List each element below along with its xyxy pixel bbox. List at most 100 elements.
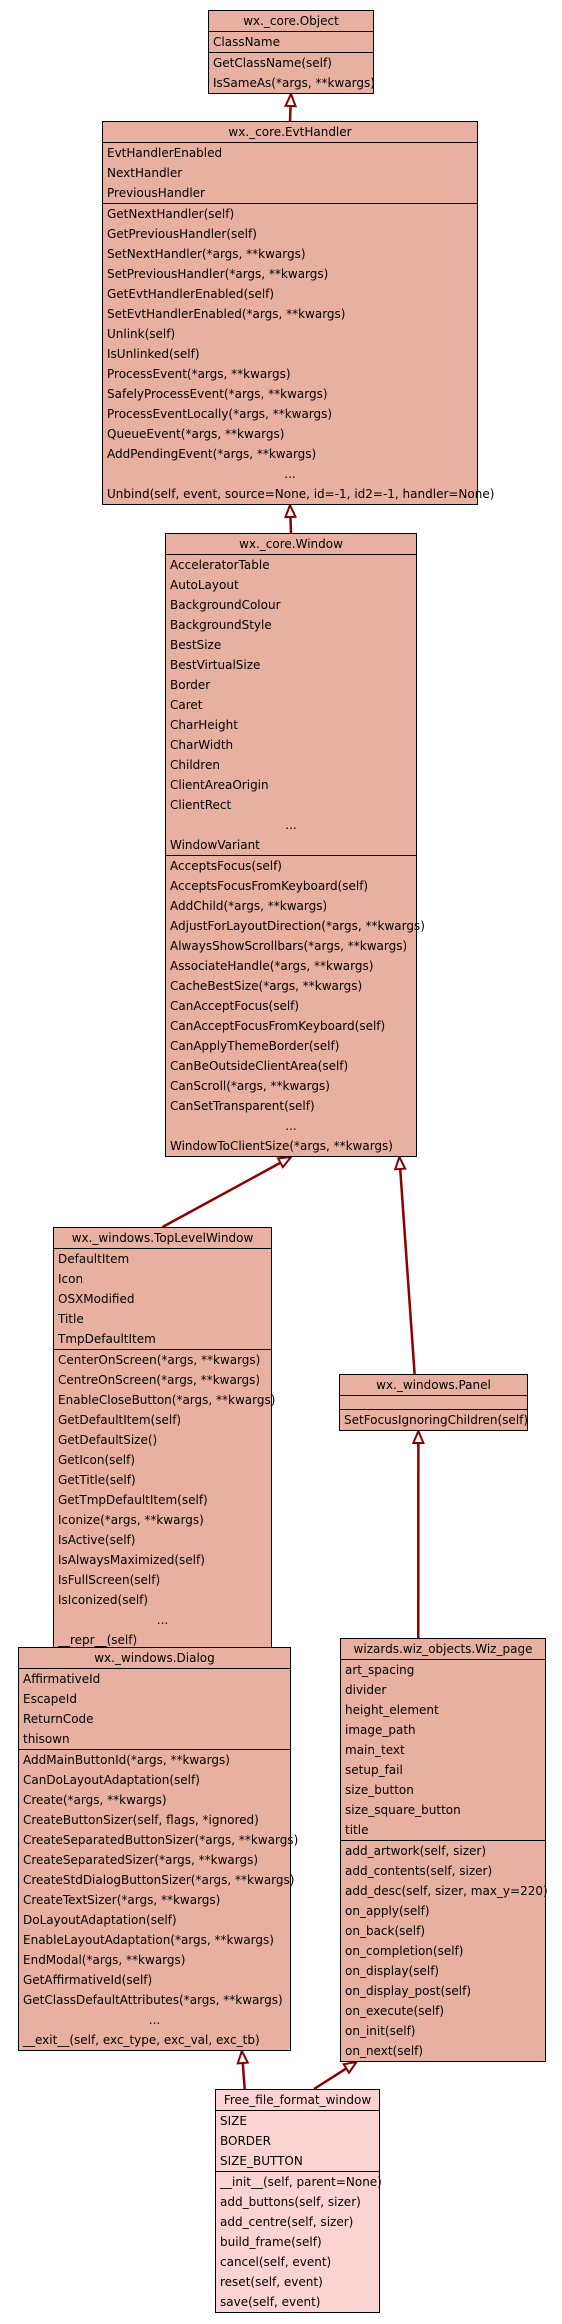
method-item: EnableLayoutAdaptation(*args, **kwargs) — [23, 1933, 274, 1947]
class-title: Free_file_format_window — [216, 2090, 379, 2111]
class-title: wx._windows.Panel — [340, 1375, 527, 1396]
attribute-item: ClientAreaOrigin — [170, 778, 269, 792]
inheritance-arrowhead — [284, 91, 298, 108]
method-item: on_completion(self) — [345, 1944, 464, 1958]
method-item: CreateSeparatedButtonSizer(*args, **kwar… — [23, 1833, 299, 1847]
method-item: GetEvtHandlerEnabled(self) — [107, 287, 275, 301]
method-item: AddChild(*args, **kwargs) — [170, 899, 328, 913]
attribute-item: size_square_button — [345, 1803, 461, 1817]
attribute-item: BORDER — [220, 2134, 271, 2148]
class-title: wx._core.EvtHandler — [103, 122, 477, 143]
method-item: AssociateHandle(*args, **kwargs) — [170, 959, 374, 973]
methods-section: AcceptsFocus(self)AcceptsFocusFromKeyboa… — [166, 855, 425, 1156]
attribute-item: AffirmativeId — [23, 1672, 101, 1686]
method-item: CanAcceptFocus(self) — [170, 999, 300, 1013]
attribute-item: TmpDefaultItem — [58, 1332, 156, 1346]
class-title: wx._core.Window — [166, 534, 416, 555]
inheritance-edge — [161, 1161, 282, 1229]
method-item: Iconize(*args, **kwargs) — [58, 1513, 204, 1527]
method-item: CentreOnScreen(*args, **kwargs) — [58, 1373, 261, 1387]
method-item: add_artwork(self, sizer) — [345, 1844, 487, 1858]
inheritance-arrowhead — [411, 1428, 425, 1445]
attribute-item: SIZE — [220, 2114, 247, 2128]
inheritance-edge — [313, 2067, 348, 2091]
attribute-item: ... — [285, 818, 297, 832]
attribute-item: setup_fail — [345, 1763, 403, 1777]
method-item: CreateStdDialogButtonSizer(*args, **kwar… — [23, 1873, 295, 1887]
method-item: on_next(self) — [345, 2044, 424, 2058]
method-item: ... — [285, 1119, 297, 1133]
method-item: IsSameAs(*args, **kwargs) — [213, 76, 375, 90]
attribute-item: title — [345, 1823, 369, 1837]
method-item: EndModal(*args, **kwargs) — [23, 1953, 186, 1967]
attribute-item: Border — [170, 678, 211, 692]
attribute-item: WindowVariant — [170, 838, 260, 852]
attribute-item: Caret — [170, 698, 203, 712]
attribute-item: main_text — [345, 1743, 405, 1757]
method-item: on_display(self) — [345, 1964, 440, 1978]
attribute-item: art_spacing — [345, 1663, 415, 1677]
inheritance-edge — [288, 105, 292, 122]
method-item: ProcessEventLocally(*args, **kwargs) — [107, 407, 333, 421]
attribute-item: CharHeight — [170, 718, 238, 732]
class-title: wizards.wiz_objects.Wiz_page — [341, 1639, 545, 1660]
method-item: CenterOnScreen(*args, **kwargs) — [58, 1353, 261, 1367]
method-item: IsFullScreen(self) — [58, 1573, 161, 1587]
methods-section: AddMainButtonId(*args, **kwargs)CanDoLay… — [19, 1749, 299, 2050]
method-item: CreateButtonSizer(self, flags, *ignored) — [23, 1813, 259, 1827]
method-item: Unbind(self, event, source=None, id=-1, … — [107, 487, 495, 501]
method-item: GetDefaultSize() — [58, 1433, 158, 1447]
method-item: CanScroll(*args, **kwargs) — [170, 1079, 330, 1093]
attribute-item: SIZE_BUTTON — [220, 2154, 303, 2168]
method-item: SetPreviousHandler(*args, **kwargs) — [107, 267, 329, 281]
method-item: IsUnlinked(self) — [107, 347, 200, 361]
inheritance-arrowhead — [342, 2060, 359, 2075]
inheritance-edge — [289, 516, 293, 534]
methods-section: SetFocusIgnoringChildren(self) — [340, 1409, 528, 1430]
method-item: IsAlwaysMaximized(self) — [58, 1553, 205, 1567]
attribute-item: EvtHandlerEnabled — [107, 146, 223, 160]
method-item: IsActive(self) — [58, 1533, 136, 1547]
class-title: wx._windows.Dialog — [19, 1648, 290, 1669]
method-item: __init__(self, parent=None) — [220, 2175, 382, 2189]
method-item: AddMainButtonId(*args, **kwargs) — [23, 1753, 230, 1767]
method-item: IsIconized(self) — [58, 1593, 149, 1607]
attribute-item: Children — [170, 758, 220, 772]
method-item: SetNextHandler(*args, **kwargs) — [107, 247, 306, 261]
attribute-item: Title — [58, 1312, 84, 1326]
methods-section: GetNextHandler(self)GetPreviousHandler(s… — [103, 203, 495, 504]
inheritance-edge — [398, 1168, 416, 1375]
attribute-item: size_button — [345, 1783, 414, 1797]
method-item: __repr__(self) — [58, 1633, 138, 1647]
method-item: Unlink(self) — [107, 327, 176, 341]
method-item: GetAffirmativeId(self) — [23, 1973, 153, 1987]
method-item: on_execute(self) — [345, 2004, 445, 2018]
method-item: GetClassName(self) — [213, 56, 332, 70]
method-item: WindowToClientSize(*args, **kwargs) — [170, 1139, 393, 1153]
attribute-item: thisown — [23, 1732, 70, 1746]
methods-section: GetClassName(self) IsSameAs(*args, **kwar… — [209, 52, 375, 93]
method-item: GetIcon(self) — [58, 1453, 136, 1467]
attribute-item: BackgroundStyle — [170, 618, 272, 632]
attribute-item: AcceleratorTable — [170, 558, 270, 572]
attribute-item: PreviousHandler — [107, 186, 205, 200]
method-item: CanApplyThemeBorder(self) — [170, 1039, 340, 1053]
inheritance-arrowhead — [236, 2048, 250, 2065]
attributes-section: SIZE BORDER SIZE_BUTTON — [216, 2111, 379, 2171]
method-item: SafelyProcessEvent(*args, **kwargs) — [107, 387, 328, 401]
attribute-item: ClassName — [213, 35, 280, 49]
method-item: CreateTextSizer(*args, **kwargs) — [23, 1893, 221, 1907]
method-item: on_apply(self) — [345, 1904, 430, 1918]
method-item: CanSetTransparent(self) — [170, 1099, 315, 1113]
method-item: reset(self, event) — [220, 2275, 323, 2289]
